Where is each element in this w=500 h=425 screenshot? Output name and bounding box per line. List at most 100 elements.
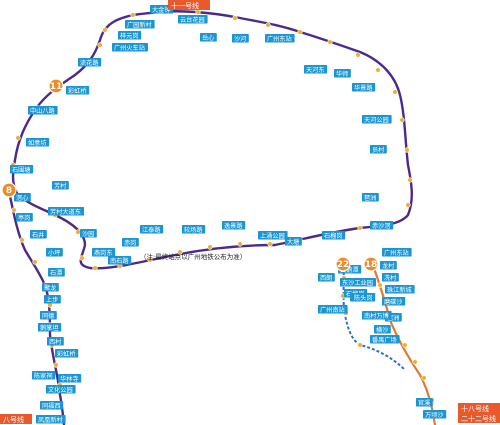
line-18-22-station-label[interactable]: 横沙 [374, 325, 391, 334]
line-11-station-label[interactable]: 江泰路 [140, 225, 164, 234]
line-11-station-label[interactable]: 广州火车站 [112, 43, 148, 52]
line-8-station-label[interactable]: 文化公园 [46, 385, 76, 394]
line-8-station-label[interactable]: 亭岗 [16, 213, 33, 222]
line-11-station-label[interactable]: 石榴岗 [322, 231, 346, 240]
line-11-station-name: 广州东站 [267, 35, 292, 43]
line-11-station-name: 彩虹桥 [68, 87, 87, 95]
svg-text:二十二号线: 二十二号线 [461, 414, 496, 423]
line-8-station-name: 华林寺 [60, 375, 79, 383]
line-11-station-label[interactable]: 岳心 [200, 33, 217, 42]
line-11-station-label[interactable]: 南石路 [108, 256, 132, 265]
line-18-22-station-label[interactable]: 番禺广场 [370, 335, 400, 344]
line-18-22-station-label[interactable]: 东沙工业园 [340, 278, 376, 287]
line-11-station-label[interactable]: 流花路 [78, 58, 102, 67]
line-18-22-station-label[interactable]: 万顷沙 [423, 410, 447, 419]
station-marker [79, 255, 85, 261]
line-8-station-label[interactable]: 滘心 [14, 193, 31, 202]
line-11-station-label[interactable]: 琶洲 [362, 193, 379, 202]
line-11-station-label[interactable]: 沙河 [232, 34, 249, 43]
line-11-station-name: 如意坊 [28, 139, 47, 147]
line-11-station-label[interactable]: 上涌公园 [258, 231, 288, 240]
station-marker [195, 9, 201, 15]
line-11-station-label[interactable]: 天河东 [304, 65, 328, 74]
line-18-22-station-label[interactable]: 珠江新城 [385, 285, 415, 294]
line-18-22-station-label[interactable]: 冼村 [382, 273, 399, 282]
line-11-station-label[interactable]: 彩虹桥 [66, 86, 90, 95]
line-11-station-label[interactable]: 大金钟 [150, 5, 174, 14]
line-11-station-label[interactable]: 华师 [334, 69, 351, 78]
line-11-station-label[interactable]: 梓元岗 [118, 31, 142, 40]
line-18-22-station-name: 琶洲 [387, 315, 399, 322]
line-8-station-label[interactable]: 华林寺 [58, 374, 82, 383]
line-8-track [8, 195, 66, 425]
line-11-station-name: 华景路 [354, 84, 373, 92]
line-8-station-label[interactable]: 石潭 [48, 268, 65, 277]
line-11-station-label[interactable]: 石围塘 [10, 165, 34, 174]
line-8-station-name: 滘心 [16, 194, 28, 202]
line-11-station-name: 赤沙滘 [372, 222, 391, 230]
line-8-station-label[interactable]: 鹅掌坦 [38, 323, 62, 332]
map-note: （注:最终站点以广州地铁公布为准） [140, 252, 246, 261]
svg-text:十八号线: 十八号线 [461, 404, 489, 413]
line-18-22-station-label[interactable]: 广州东站 [382, 248, 412, 257]
line-18-22-station-name: 番禺广场 [372, 336, 397, 344]
line-18-22-station-name: 西朗 [320, 274, 332, 282]
station-marker [75, 229, 81, 235]
station-marker [377, 282, 383, 288]
line-8-station-label[interactable]: 彩虹桥 [55, 349, 79, 358]
line-8-station-label[interactable]: 聚龙 [42, 283, 59, 292]
line-8-station-label[interactable]: 陈家祠 [32, 371, 56, 380]
line-8-station-label[interactable]: 凤凰新村 [36, 415, 66, 424]
station-marker [15, 135, 21, 141]
station-marker [265, 22, 271, 28]
station-marker [19, 237, 25, 243]
line-11-station-label[interactable]: 赤岗 [122, 238, 139, 247]
line-11-station-label[interactable]: 天河公园 [362, 115, 392, 124]
line-11-station-label[interactable]: 芳村大道东 [48, 207, 84, 216]
svg-text:18: 18 [365, 260, 378, 270]
line-8-station-label[interactable]: 同福西 [40, 401, 64, 410]
line-8-station-label[interactable]: 上步 [44, 295, 61, 304]
line-8-station-label[interactable]: 小坪 [46, 248, 63, 257]
svg-text:8: 8 [6, 186, 12, 196]
line-11-station-label[interactable]: 员村 [370, 145, 387, 154]
station-marker [92, 265, 98, 271]
line-18-22-station-label[interactable]: 龙村 [380, 261, 397, 270]
line-11-station-name: 中山八路 [30, 107, 56, 115]
line-11-station-name: 琶洲 [364, 195, 376, 202]
line-18-22-station-name: 广州东站 [384, 249, 409, 257]
station-marker [147, 257, 153, 263]
line-18-22-station-label[interactable]: 官溪 [416, 398, 433, 407]
line-11-station-label[interactable]: 较场路 [182, 225, 206, 234]
line-11-station-label[interactable]: 逸景路 [222, 221, 246, 230]
line-11-station-label[interactable]: 燕岗东 [92, 248, 116, 257]
line-18-22-station-label[interactable]: 南村万博 [362, 311, 392, 320]
line-18-22-station-label[interactable]: 磨碟沙 [382, 297, 406, 306]
line-11-station-label[interactable]: 大塘 [285, 237, 302, 246]
line-11-station-label[interactable]: 芳村 [52, 181, 69, 190]
station-marker [177, 249, 183, 255]
line-11-station-label[interactable]: 中山八路 [28, 106, 58, 115]
station-marker [402, 342, 408, 348]
line-18-22-station-name: 冼村 [384, 274, 396, 282]
line-8-station-name: 石井 [32, 231, 44, 239]
line-11-station-label[interactable]: 赤沙滘 [370, 221, 394, 230]
line-11-station-label[interactable]: 广州东站 [265, 34, 295, 43]
line-11-station-label[interactable]: 广园新村 [125, 20, 155, 29]
line-11-station-label[interactable]: 云台花园 [178, 15, 208, 24]
line-18-22-station-label[interactable]: 西朗 [318, 273, 335, 282]
line-11-station-label[interactable]: 如意坊 [26, 138, 50, 147]
line-8-station-label[interactable]: 同德 [40, 311, 57, 320]
line-8-station-label[interactable]: 石井 [30, 230, 47, 239]
line-22-track [342, 261, 406, 371]
line-8-station-name: 上步 [46, 296, 58, 304]
line-11-station-label[interactable]: 沙园 [80, 229, 97, 238]
line-11-station-label[interactable]: 华景路 [352, 83, 376, 92]
line-18-22-station-label[interactable]: 陈头岗 [352, 293, 376, 302]
line-8-station-label[interactable]: 西村 [47, 337, 64, 346]
line-11-station-name: 梓元岗 [120, 32, 139, 40]
line-11-station-name: 华师 [336, 70, 348, 78]
line-18-22-station-label[interactable]: 广州南站 [318, 305, 348, 314]
